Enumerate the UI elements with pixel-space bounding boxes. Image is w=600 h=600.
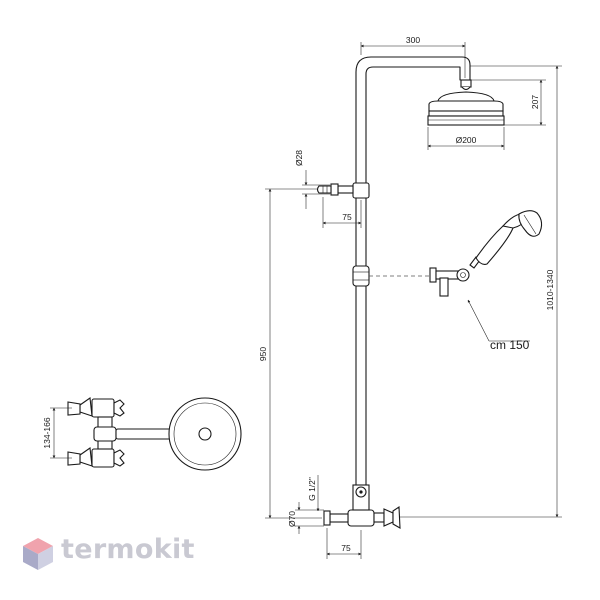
dim-outlet-offset: 75: [342, 212, 352, 222]
dim-inlet-diameter: Ø70: [287, 511, 297, 527]
slide-bracket: [352, 265, 370, 287]
dim-inlet-offset: 75: [341, 543, 351, 553]
dim-hose-length: cm 150: [490, 338, 530, 352]
dim-head-diameter: Ø200: [456, 135, 477, 145]
dim-total-height: 1010-1340: [545, 269, 555, 310]
brand-watermark: termokit: [61, 534, 195, 565]
dim-arm-width: 300: [406, 35, 420, 45]
shower-head: [427, 79, 505, 126]
dim-inlet-spacing: 134-166: [42, 417, 52, 448]
upper-outlet-fitting: [316, 182, 370, 199]
hand-shower-holder: [429, 267, 470, 297]
dim-outlet-diameter: Ø28: [294, 150, 304, 166]
hand-shower: [469, 210, 543, 269]
riser-pipe: [355, 56, 471, 511]
bottom-mixer: [323, 484, 401, 529]
dim-center-distance: 950: [258, 347, 268, 361]
mixer-plan-view: [50, 397, 242, 471]
termokit-logo-icon: [23, 538, 53, 570]
dim-inlet-thread: G 1/2": [307, 477, 317, 501]
dim-head-height: 207: [530, 95, 540, 109]
